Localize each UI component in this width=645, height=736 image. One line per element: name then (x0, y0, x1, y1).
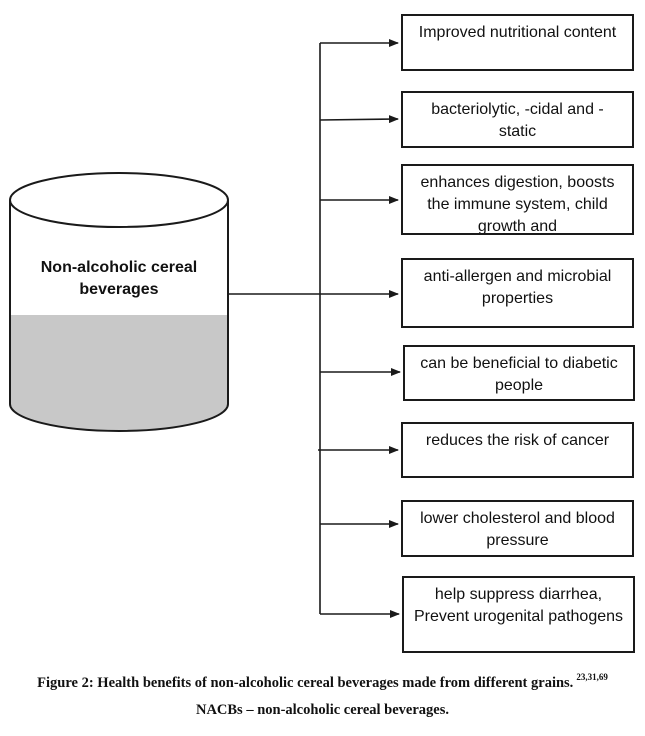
cylinder-shape (9, 172, 229, 432)
figure-title: Figure 2: Health benefits of non-alcohol… (37, 675, 574, 691)
branch-arrow-2 (319, 115, 399, 124)
benefit-box-8: help suppress diarrhea, Prevent urogenit… (402, 576, 635, 653)
benefit-box-7: lower cholesterol and blood pressure (401, 500, 634, 557)
benefit-box-1: Improved nutritional content (401, 14, 634, 71)
cylinder-label: Non-alcoholic cereal beverages (40, 259, 198, 298)
benefit-text-7: lower cholesterol and blood pressure (420, 510, 615, 549)
benefit-box-3: enhances digestion, boosts the immune sy… (401, 164, 634, 235)
benefit-text-8: help suppress diarrhea, Prevent urogenit… (413, 586, 624, 625)
abbreviation-note: NACBs – non-alcoholic cereal beverages. (195, 702, 450, 718)
cylinder-fill (10, 315, 228, 431)
figure-caption: Figure 2: Health benefits of non-alcohol… (0, 672, 645, 692)
figure-references: 23,31,69 (576, 672, 608, 682)
benefit-text-6: reduces the risk of cancer (425, 432, 610, 449)
benefit-box-6: reduces the risk of cancer (401, 422, 634, 478)
cylinder-body-outline (9, 200, 229, 432)
benefit-box-5: can be beneficial to diabetic people (403, 345, 635, 401)
benefit-text-5: can be beneficial to diabetic people (420, 355, 618, 394)
benefit-box-4: anti-allergen and microbial properties (401, 258, 634, 328)
benefit-box-2: bacteriolytic, -cidal and - static (401, 91, 634, 148)
benefit-text-3: enhances digestion, boosts the immune sy… (420, 174, 615, 235)
cylinder-top (9, 172, 229, 228)
benefits-diagram (9, 39, 401, 618)
benefit-text-1: Improved nutritional content (418, 24, 617, 41)
benefit-text-2: bacteriolytic, -cidal and - static (431, 101, 604, 140)
benefit-text-4: anti-allergen and microbial properties (423, 268, 612, 307)
